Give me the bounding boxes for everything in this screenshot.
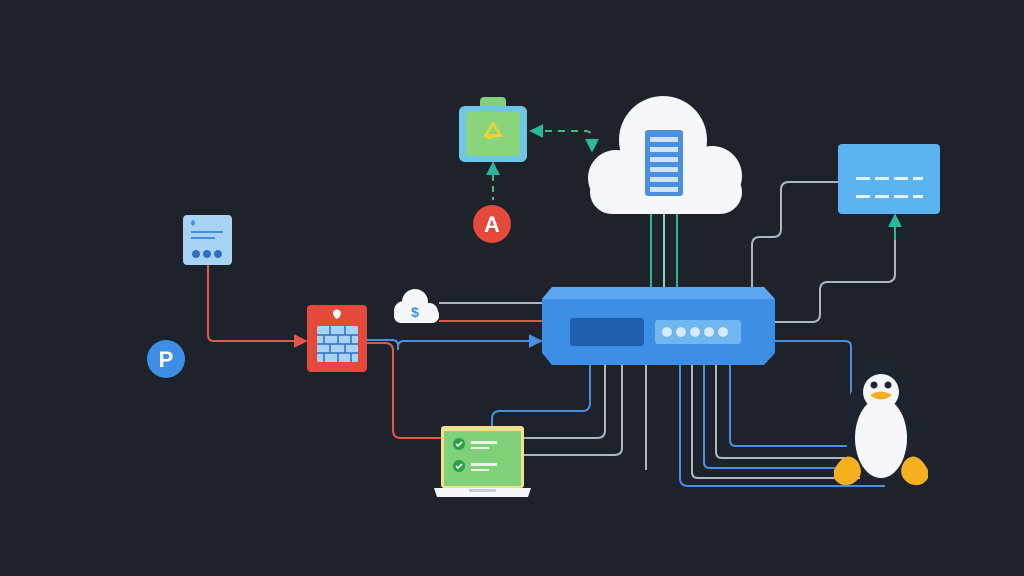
linux-penguin-icon[interactable] bbox=[834, 358, 928, 486]
switch-penguin-link bbox=[691, 365, 860, 479]
switch-penguin-link bbox=[775, 340, 852, 400]
switch-penguin-link bbox=[729, 365, 850, 447]
connection-lines bbox=[207, 124, 902, 487]
badge-a[interactable]: A bbox=[473, 205, 511, 243]
switch-icon[interactable] bbox=[542, 287, 775, 365]
doc-firewall-link bbox=[207, 265, 308, 348]
top-device-card[interactable] bbox=[459, 97, 527, 162]
switch-laptop-link bbox=[524, 365, 606, 439]
firewall-laptop-link bbox=[367, 342, 441, 439]
cloud-server-icon[interactable] bbox=[588, 96, 742, 214]
firewall-icon[interactable] bbox=[307, 305, 367, 372]
triangle-icon bbox=[483, 121, 503, 139]
firewall-switch-link bbox=[397, 334, 543, 350]
switch-penguin-link bbox=[679, 365, 885, 487]
switch-server-link bbox=[775, 218, 896, 323]
switch-penguin-link bbox=[715, 365, 845, 459]
switch-server-link bbox=[751, 181, 840, 288]
switch-laptop-link bbox=[491, 365, 591, 426]
card-cloud-dashed-link bbox=[529, 124, 599, 153]
switch-penguin-link bbox=[703, 365, 848, 469]
switch-laptop-link bbox=[524, 365, 623, 456]
badge-p-label: P bbox=[159, 347, 174, 372]
badge-a-label: A bbox=[484, 212, 500, 237]
small-cloud-icon[interactable]: $ bbox=[394, 289, 439, 323]
cloud-server-rack bbox=[645, 130, 683, 196]
badge-p[interactable]: P bbox=[147, 340, 185, 378]
document-card-icon[interactable] bbox=[183, 215, 232, 265]
server-card-icon[interactable] bbox=[838, 144, 940, 214]
laptop-checklist bbox=[453, 438, 497, 472]
laptop-icon[interactable] bbox=[434, 426, 531, 497]
small-cloud-label: $ bbox=[411, 304, 419, 320]
